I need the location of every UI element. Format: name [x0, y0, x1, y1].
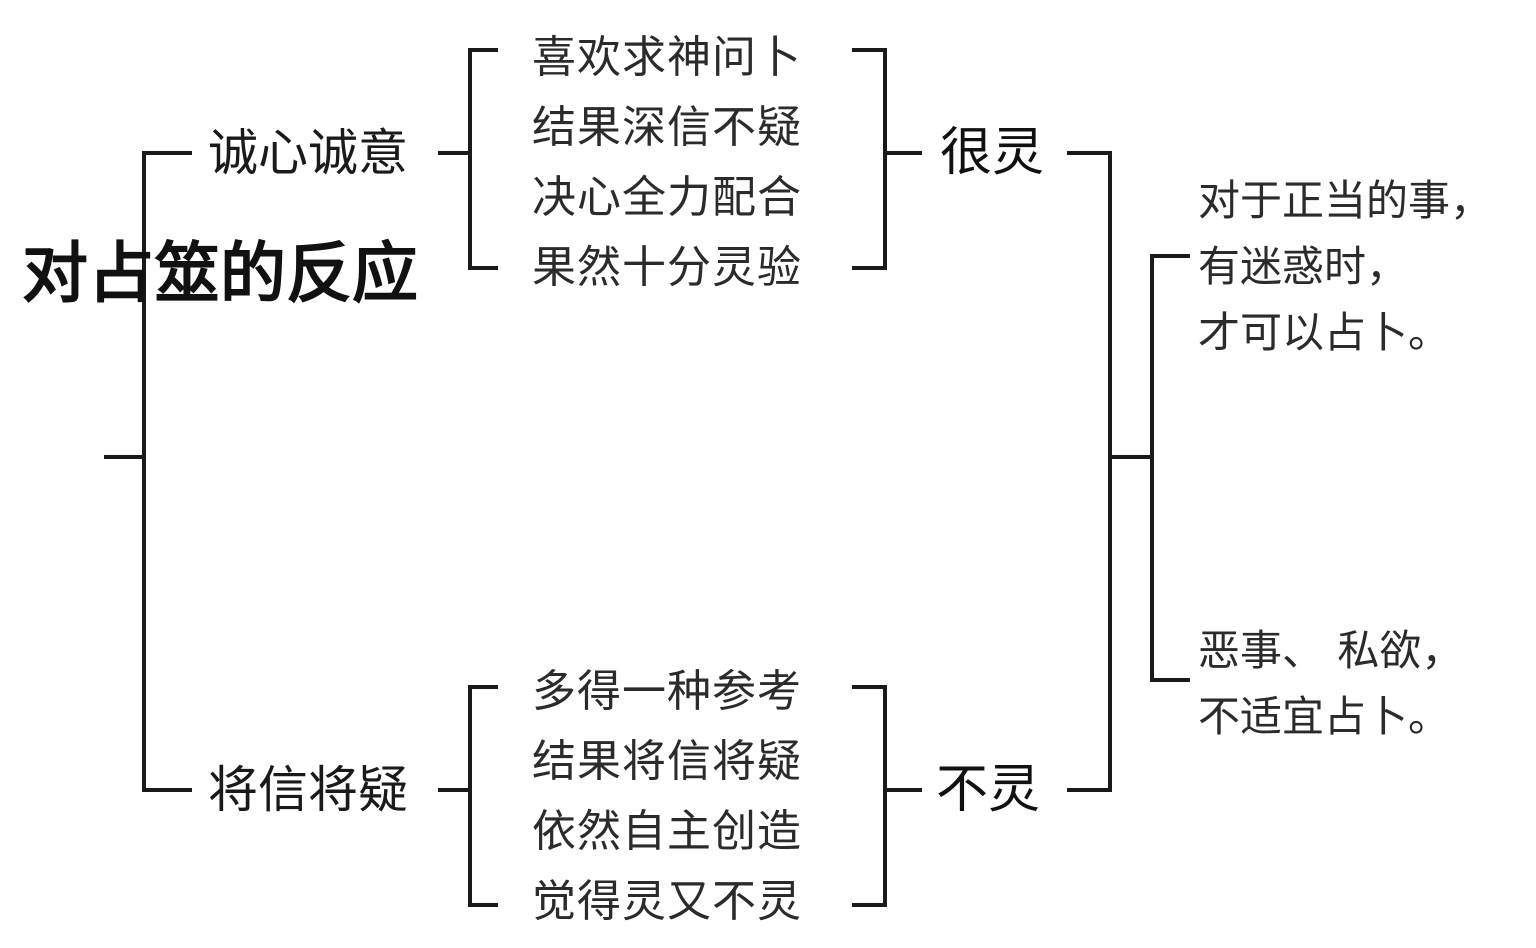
detail-item: 果然十分灵验	[532, 242, 802, 293]
detail-item: 多得一种参考	[532, 666, 802, 717]
detail-item: 喜欢求神问卜	[532, 32, 802, 83]
result-label-ineffective: 不灵	[936, 760, 1041, 820]
detail-item: 依然自主创造	[532, 806, 802, 857]
branch1-right-bracket	[852, 48, 887, 270]
branch-label-doubtful: 将信将疑	[208, 761, 408, 819]
result-label-effective: 很灵	[940, 123, 1045, 183]
root-bracket	[142, 151, 192, 792]
detail-item: 决心全力配合	[532, 172, 802, 223]
detail-item: 觉得灵又不灵	[532, 876, 802, 927]
branch-label-sincere: 诚心诚意	[208, 124, 408, 182]
root-title: 对占筮的反应	[22, 234, 418, 312]
detail-item: 结果深信不疑	[532, 102, 802, 153]
detail-item: 结果将信将疑	[532, 736, 802, 787]
branch1-left-bracket	[468, 48, 498, 270]
branch2-left-bracket	[468, 685, 498, 907]
result-bracket	[1067, 151, 1112, 792]
branch2-right-bracket	[852, 685, 887, 907]
conclusion-improper-matters: 恶事、 私欲， 不适宜占卜。	[1198, 626, 1464, 741]
conclusion-proper-matters: 对于正当的事， 有迷惑时， 才可以占卜。	[1198, 176, 1493, 357]
conclusion-bracket	[1150, 254, 1190, 682]
